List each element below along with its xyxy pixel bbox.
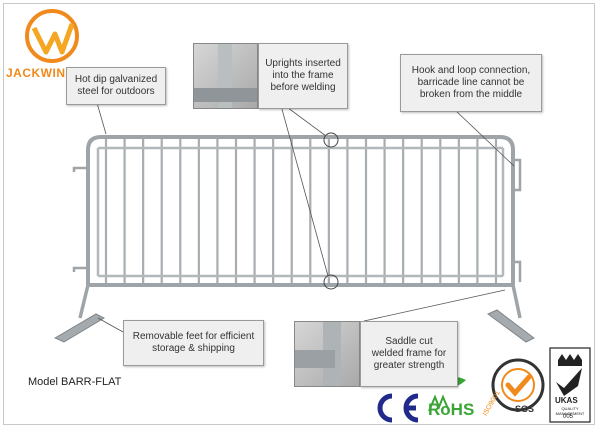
rohs-label: RoHS: [428, 400, 475, 419]
photo-saddle-detail: [294, 321, 360, 387]
callout-saddle-line2: welded frame for: [371, 348, 447, 359]
loop-right: [513, 158, 522, 192]
ce-mark-icon: [377, 393, 419, 423]
foot-right: [487, 309, 535, 343]
jackwin-logo-icon: [25, 9, 79, 63]
iso-seal-icon: [491, 358, 545, 412]
callout-hook-line1: Hook and loop connection,: [411, 65, 531, 76]
callout-feet: Removable feet for efficient storage & s…: [123, 320, 264, 366]
foot-left: [53, 313, 106, 343]
callout-galvanized-line2: steel for outdoors: [77, 86, 155, 97]
hook-left: [72, 166, 88, 172]
ukas-label: UKAS: [555, 396, 578, 405]
ukas-number: 005: [563, 414, 574, 420]
callout-uprights-line1: Uprights inserted: [265, 58, 341, 69]
brand-logo-text: JACKWIN: [6, 66, 66, 80]
callout-galvanized: Hot dip galvanized steel for outdoors: [66, 67, 166, 105]
callout-feet-line1: Removable feet for efficient: [132, 331, 255, 342]
ukas-sub-label: QUALITY MANAGEMENT: [555, 406, 585, 416]
vertical-bars: [104, 138, 498, 284]
callout-hook: Hook and loop connection, barricade line…: [400, 54, 542, 112]
callout-uprights-line3: before welding: [270, 82, 336, 93]
callout-galvanized-line1: Hot dip galvanized: [74, 74, 158, 85]
callout-saddle-line1: Saddle cut: [385, 336, 433, 347]
leg-left: [78, 284, 90, 319]
detail-circle-top: [323, 132, 339, 148]
ukas-crown-icon: [549, 347, 591, 423]
leg-right: [511, 284, 522, 319]
loop-right-lower: [513, 260, 522, 282]
detail-circle-bottom: [323, 274, 339, 290]
model-label: Model BARR-FLAT: [28, 376, 122, 388]
photo-upright-detail: [193, 43, 258, 109]
callout-uprights-line2: into the frame: [272, 70, 334, 81]
callout-feet-line2: storage & shipping: [152, 343, 235, 354]
callout-uprights: Uprights inserted into the frame before …: [258, 43, 348, 109]
callout-saddle: Saddle cut welded frame for greater stre…: [360, 321, 458, 387]
callout-saddle-line3: greater strength: [373, 360, 445, 371]
hook-left-lower: [72, 266, 88, 272]
sgs-label: SGS: [515, 404, 535, 414]
top-rail: [86, 135, 515, 285]
callout-hook-line2: barricade line cannot be: [417, 77, 525, 88]
callout-hook-line3: broken from the middle: [419, 89, 523, 100]
